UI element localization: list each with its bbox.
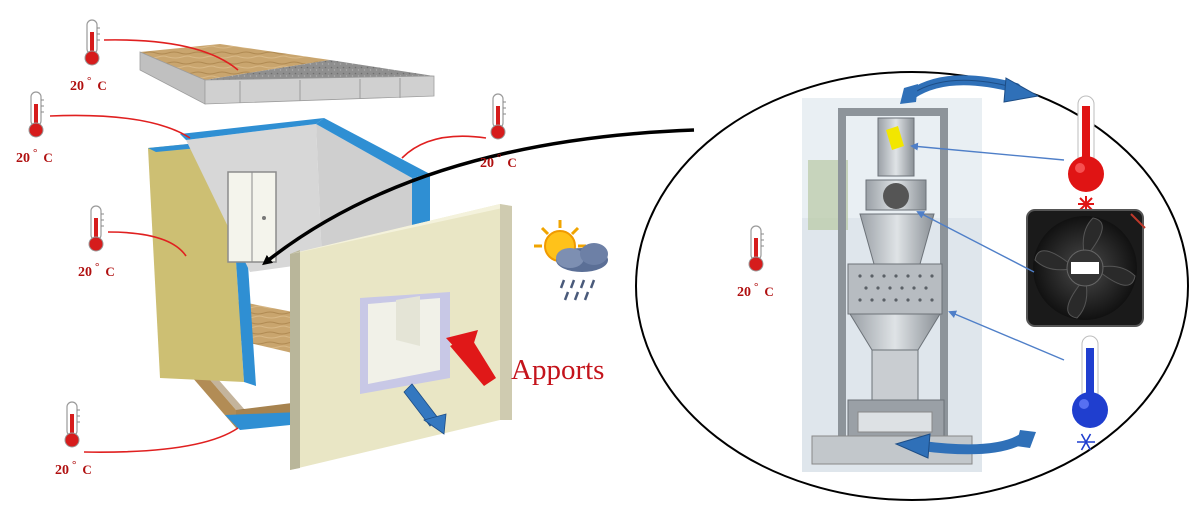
thermometer-icon-floor bbox=[64, 401, 239, 453]
connector-arrow bbox=[262, 128, 695, 266]
zoom-ellipse bbox=[635, 71, 1189, 501]
sun-rain-weather-icon bbox=[534, 220, 608, 301]
temp-label-right: 20°C bbox=[480, 152, 517, 171]
thermometer-icon-device bbox=[748, 225, 765, 272]
gains-arrow bbox=[446, 330, 496, 386]
pointer-lines bbox=[910, 142, 1065, 361]
temp-label-roof: 20°C bbox=[70, 75, 107, 94]
temp-label-wall: 20°C bbox=[78, 261, 115, 280]
thermometer-icon-right bbox=[401, 93, 507, 159]
thermometer-icon-left bbox=[28, 91, 191, 139]
snowflake-icon bbox=[1077, 433, 1095, 451]
temp-label-floor: 20°C bbox=[55, 459, 92, 478]
cold-thermometer-icon bbox=[1072, 335, 1108, 428]
circular-arrow-icon-top bbox=[900, 75, 1040, 104]
thermometer-icon-roof bbox=[84, 19, 239, 71]
temp-label-left: 20°C bbox=[16, 147, 53, 166]
hot-thermometer-icon bbox=[1068, 95, 1104, 192]
test-bench-photo bbox=[802, 98, 982, 472]
roof-slab bbox=[139, 44, 435, 105]
back-wall bbox=[180, 118, 430, 272]
fan-icon bbox=[1026, 209, 1146, 327]
front-wall-panel bbox=[290, 204, 512, 470]
thermometer-icon-wall bbox=[88, 205, 187, 257]
heat-loss-arrow bbox=[403, 383, 447, 435]
circular-arrow-icon-bottom bbox=[894, 430, 1036, 459]
gains-label: Apports bbox=[511, 354, 605, 386]
temp-label-device: 20°C bbox=[737, 281, 774, 300]
